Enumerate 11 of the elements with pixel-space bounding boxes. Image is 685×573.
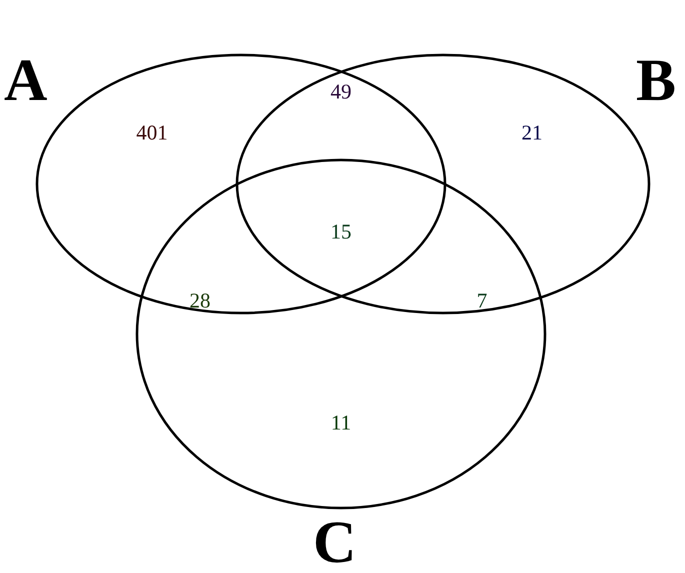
set-ellipse [2, 52, 446, 315]
count-label: 28 [190, 290, 210, 312]
count-label: 21 [522, 122, 542, 144]
count-label: 401 [136, 122, 168, 144]
set-label: C [313, 512, 356, 572]
count-label: 7 [476, 290, 488, 312]
count-label: 15 [330, 222, 352, 242]
set-label: A [4, 50, 48, 110]
count-label: 49 [330, 82, 352, 102]
count-label: 11 [330, 412, 352, 434]
set-label: B [636, 50, 676, 110]
